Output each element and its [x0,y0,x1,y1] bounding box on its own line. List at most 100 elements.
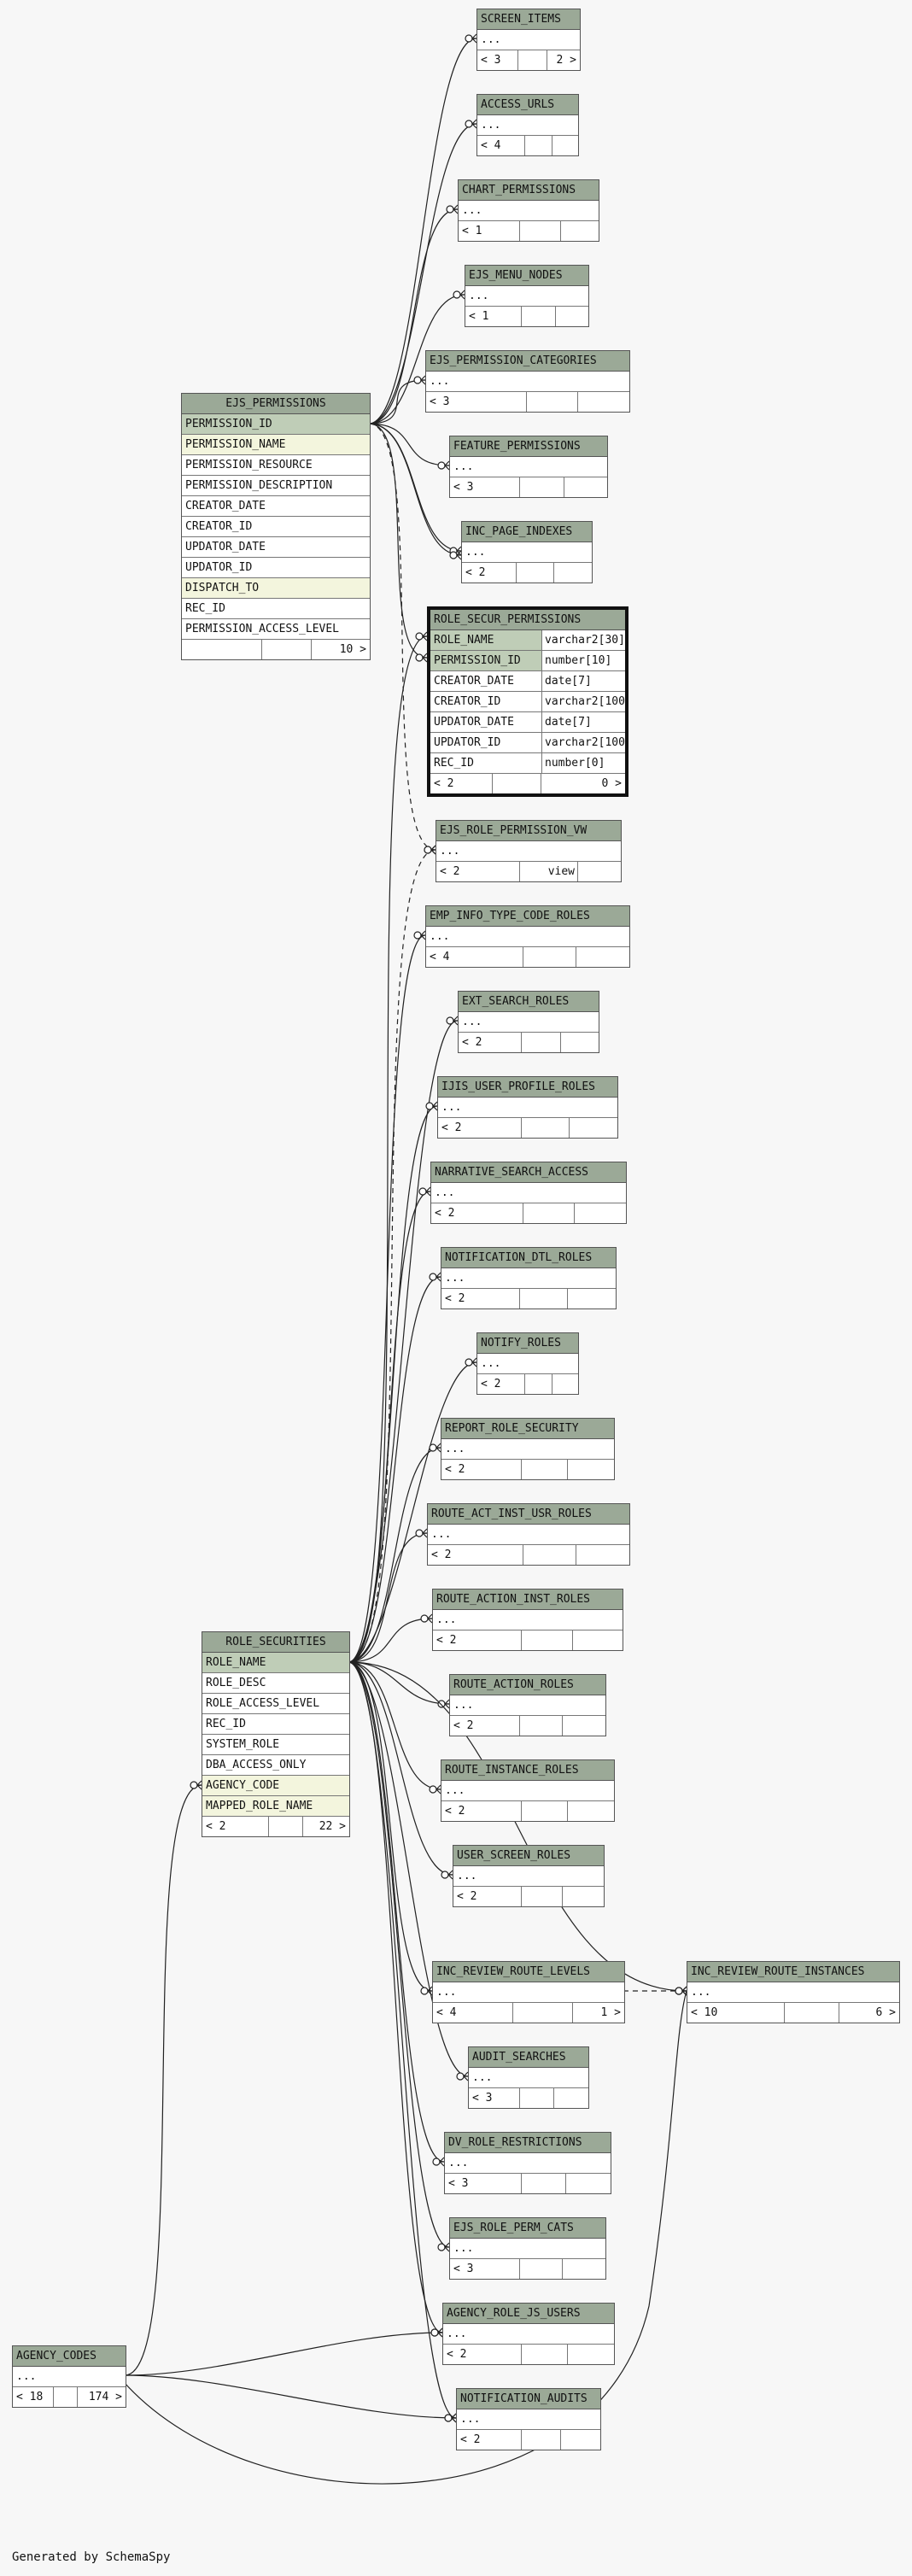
table-row: ... [477,30,580,50]
table-name: EJS_MENU_NODES [465,266,588,286]
relationship-line [348,1661,450,2248]
parents-count: < 2 [441,1801,522,1821]
many-marker [444,465,450,471]
relationship-line [348,1661,443,2333]
relationship-line [368,423,450,466]
many-marker [196,1784,202,1790]
relationship-line [368,38,477,424]
table-chart-permissions[interactable]: CHART_PERMISSIONS ... < 1 [458,179,599,242]
optional-marker [429,1273,437,1281]
table-footer: < 4 [477,136,578,155]
table-row: ... [445,2153,611,2174]
table-ext-search-roles[interactable]: EXT_SEARCH_ROLES ... < 2 [458,991,599,1053]
table-inc-page-indexes[interactable]: INC_PAGE_INDEXES ... < 2 [461,521,593,583]
table-name: DV_ROLE_RESTRICTIONS [445,2133,611,2153]
table-footer: < 2 [441,1460,614,1479]
table-name: NARRATIVE_SEARCH_ACCESS [431,1162,626,1183]
relationship-line [124,2332,443,2376]
optional-marker [420,1614,429,1623]
table-ijis-user-profile-roles[interactable]: IJIS_USER_PROFILE_ROLES ... < 2 [437,1076,618,1139]
table-row: ... [441,1781,614,1801]
table-row: ... [428,1525,629,1545]
column-permission-resource: PERMISSION_RESOURCE [182,455,370,476]
table-ejs-permissions[interactable]: EJS_PERMISSIONS PERMISSION_ID PERMISSION… [181,393,371,660]
parents-count: < 3 [469,2088,520,2108]
many-marker [463,2071,469,2077]
table-row: ... [13,2367,126,2387]
relationship-line [348,1661,469,2077]
many-marker [422,653,428,659]
relationship-line [124,2374,457,2419]
table-narrative-search-access[interactable]: NARRATIVE_SEARCH_ACCESS ... < 2 [430,1162,627,1224]
children-count: 6 > [875,2006,896,2019]
table-route-action-roles[interactable]: ROUTE_ACTION_ROLES ... < 2 [449,1674,606,1736]
table-row: ... [459,201,599,221]
table-name: REPORT_ROLE_SECURITY [441,1419,614,1439]
optional-marker [465,120,473,128]
table-row: ... [436,841,621,862]
table-row: ... [462,542,592,563]
table-report-role-security[interactable]: REPORT_ROLE_SECURITY ... < 2 [441,1418,615,1480]
table-dv-role-restrictions[interactable]: DV_ROLE_RESTRICTIONS ... < 3 [444,2132,611,2194]
parents-count: < 2 [202,1817,269,1836]
many-marker [436,1784,441,1790]
table-name: NOTIFICATION_AUDITS [457,2389,600,2409]
parents-count: < 2 [462,563,517,583]
table-emp-info-type-code-roles[interactable]: EMP_INFO_TYPE_CODE_ROLES ... < 4 [425,905,630,968]
table-row: ... [426,372,629,392]
table-footer: < 3 [445,2174,611,2193]
many-marker [432,1101,438,1107]
column-role-name: ROLE_NAME [202,1653,349,1673]
table-route-action-inst-roles[interactable]: ROUTE_ACTION_INST_ROLES ... < 2 [432,1589,623,1651]
column-dba-access-only: DBA_ACCESS_ONLY [202,1755,349,1776]
parents-count: < 2 [443,2345,522,2364]
table-notification-dtl-roles[interactable]: NOTIFICATION_DTL_ROLES ... < 2 [441,1247,617,1309]
relationship-line [368,423,462,556]
many-marker [432,1105,438,1111]
table-name: EJS_ROLE_PERM_CATS [450,2218,605,2239]
table-name: ROLE_SECUR_PERMISSIONS [430,610,625,630]
table-name: EJS_ROLE_PERMISSION_VW [436,821,621,841]
table-role-securities[interactable]: ROLE_SECURITIES ROLE_NAME ROLE_DESC ROLE… [202,1631,350,1837]
table-feature-permissions[interactable]: FEATURE_PERMISSIONS ... < 3 [449,436,608,498]
parents-count: < 4 [477,136,525,155]
optional-marker [413,931,422,940]
table-ejs-menu-nodes[interactable]: EJS_MENU_NODES ... < 1 [465,265,589,327]
table-notification-audits[interactable]: NOTIFICATION_AUDITS ... < 2 [456,2388,601,2450]
table-footer: < 2 [441,1289,616,1308]
table-row: ... [433,1982,624,2003]
many-marker [436,1272,441,1278]
table-access-urls[interactable]: ACCESS_URLS ... < 4 [476,94,579,156]
table-footer: < 2 [443,2345,614,2364]
parents-count: < 2 [431,1203,523,1223]
many-marker [444,2246,450,2252]
relationship-line [348,1618,433,1663]
table-agency-role-js-users[interactable]: AGENCY_ROLE_JS_USERS ... < 2 [442,2303,615,2365]
parents-count: < 18 [13,2387,54,2407]
table-ejs-role-perm-cats[interactable]: EJS_ROLE_PERM_CATS ... < 3 [449,2217,606,2280]
table-audit-searches[interactable]: AUDIT_SEARCHES ... < 3 [468,2046,589,2109]
table-route-instance-roles[interactable]: ROUTE_INSTANCE_ROLES ... < 2 [441,1759,615,1822]
children-count: 2 > [556,54,576,67]
relationship-line [368,294,465,424]
many-marker [436,1789,441,1794]
table-notify-roles[interactable]: NOTIFY_ROLES ... < 2 [476,1332,579,1395]
table-user-screen-roles[interactable]: USER_SCREEN_ROLES ... < 2 [453,1845,605,1907]
table-footer: < 10 6 > [687,2003,899,2023]
table-name: ROUTE_ACTION_ROLES [450,1675,605,1695]
table-route-act-inst-usr-roles[interactable]: ROUTE_ACT_INST_USR_ROLES ... < 2 [427,1503,630,1566]
many-marker [437,2327,443,2333]
table-row: ... [459,1012,599,1033]
table-ejs-permission-categories[interactable]: EJS_PERMISSION_CATEGORIES ... < 3 [425,350,630,413]
parents-count: < 10 [687,2003,785,2023]
relationship-line [348,1361,477,1663]
children-count: 22 > [319,1820,346,1833]
